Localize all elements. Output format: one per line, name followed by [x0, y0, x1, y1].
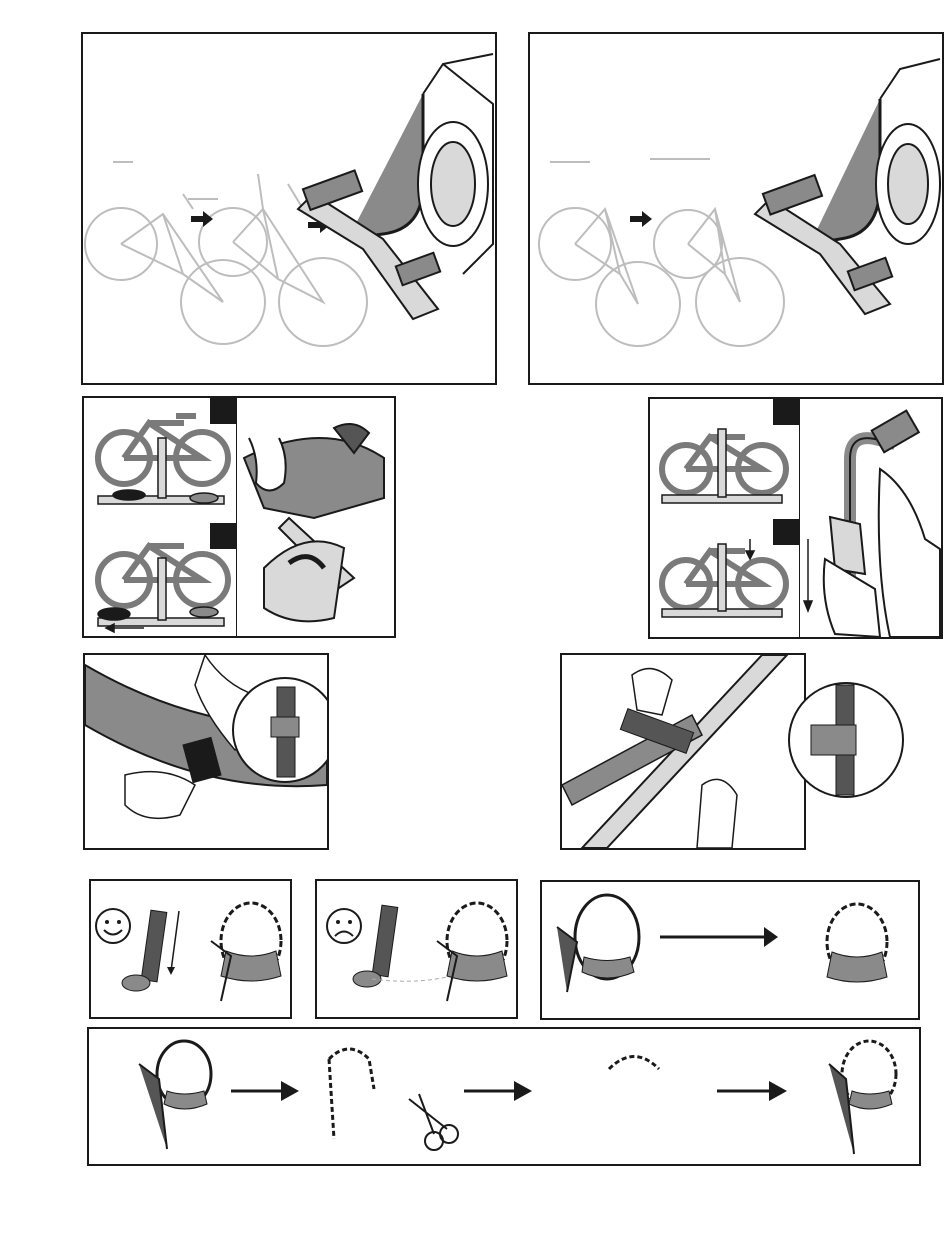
strap-incorrect-panel [315, 879, 518, 1019]
strap-correct-panel [89, 879, 292, 1019]
frame-strap-diagram [560, 653, 806, 850]
loading-diagram-panel-2 [528, 32, 944, 385]
strap-trim-panel [87, 1027, 921, 1166]
loading-diagram-panel-1 [81, 32, 497, 385]
cradle-diagram-left [82, 396, 396, 638]
strap-correct-illustration [91, 881, 290, 1017]
bike-loading-illustration-1 [83, 34, 495, 383]
wheel-strap-illustration [85, 655, 327, 848]
cradle-lower-illustration [650, 399, 941, 637]
strap-detail-circle [786, 680, 906, 800]
cradle-adjust-illustration [84, 398, 394, 636]
smiley-face-icon [96, 909, 130, 943]
cradle-diagram-right [648, 397, 943, 639]
strap-incorrect-illustration [317, 881, 516, 1017]
strap-trim-illustration [89, 1029, 919, 1164]
frame-strap-illustration [562, 655, 804, 848]
bike-loading-illustration-2 [530, 34, 942, 383]
wheel-strap-diagram [83, 653, 329, 850]
strap-loop-panel [540, 880, 920, 1020]
frowny-face-icon [327, 909, 361, 943]
strap-loop-illustration [542, 882, 918, 1018]
scissors-icon [409, 1094, 458, 1150]
